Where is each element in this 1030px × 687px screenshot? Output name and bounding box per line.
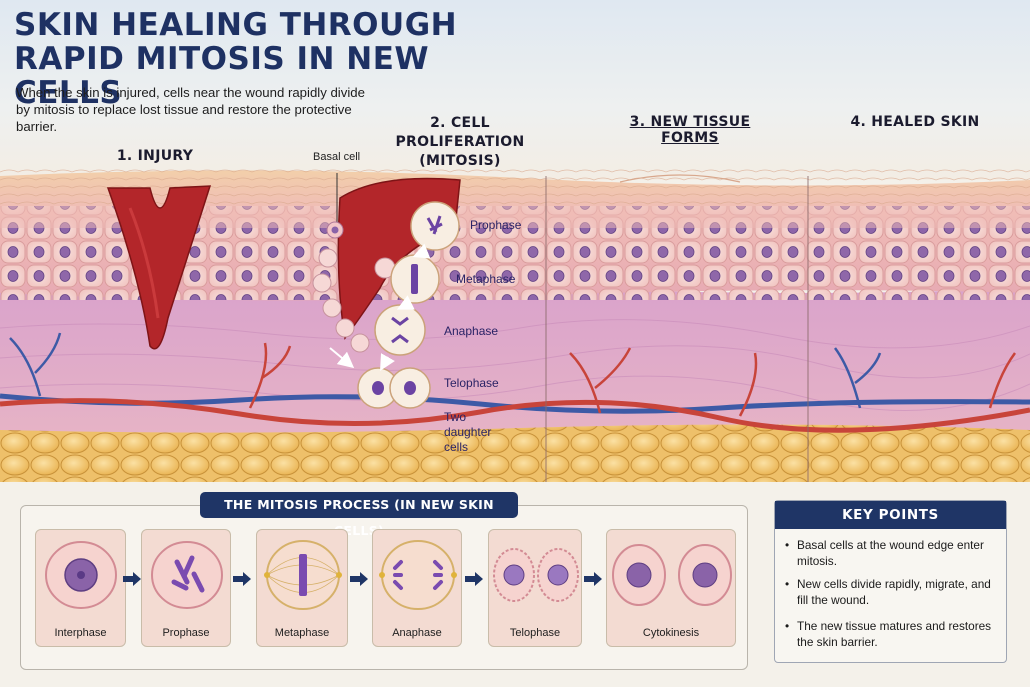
key-point-text: The new tissue matures and restores the … — [797, 619, 992, 649]
key-point-item: • New cells divide rapidly, migrate, and… — [783, 577, 1001, 608]
label-metaphase: Metaphase — [456, 272, 516, 286]
arrow-icon — [350, 572, 368, 586]
step-label-prophase: Prophase — [162, 627, 210, 639]
key-point-item: • The new tissue matures and restores th… — [783, 619, 1001, 650]
interphase-cell — [45, 541, 117, 609]
arrow-icon — [233, 572, 251, 586]
page-title: SKIN HEALING THROUGH RAPID MITOSIS IN NE… — [14, 8, 484, 110]
key-point-text: Basal cells at the wound edge enter mito… — [797, 538, 984, 568]
bullet-icon: • — [785, 577, 790, 591]
stage-label-injury: 1. INJURY — [116, 148, 194, 164]
background-sky — [0, 0, 1030, 180]
step-box-telophase — [488, 529, 582, 647]
bullet-icon: • — [785, 538, 790, 552]
key-points-title: KEY POINTS — [775, 501, 1006, 529]
prophase-cell — [151, 541, 223, 609]
mitosis-process-title: THE MITOSIS PROCESS (IN NEW SKIN CELLS) — [200, 492, 518, 538]
skin-cross-section — [0, 168, 1030, 482]
step-label-interphase: Interphase — [54, 627, 107, 639]
step-box-cytokinesis — [606, 529, 736, 647]
title-line-2: RAPID MITOSIS IN NEW CELLS — [14, 41, 430, 111]
label-prophase: Prophase — [470, 218, 522, 232]
intro-text: When the skin is injured, cells near the… — [16, 85, 365, 134]
bullet-icon: • — [785, 619, 790, 633]
step-box-anaphase — [372, 529, 462, 647]
step-label-metaphase: Metaphase — [274, 627, 330, 639]
arrow-icon — [123, 572, 141, 586]
key-point-item: • Basal cells at the wound edge enter mi… — [783, 538, 1001, 569]
step-label-cytokinesis: Cytokinesis — [642, 627, 700, 639]
step-label-anaphase: Anaphase — [392, 627, 442, 639]
step-box-prophase — [141, 529, 231, 647]
arrow-icon — [465, 572, 483, 586]
label-anaphase: Anaphase — [444, 324, 499, 338]
cytokinesis-cells — [612, 544, 732, 606]
stage-label-healed: 4. HEALED SKIN — [850, 114, 980, 130]
step-box-metaphase — [256, 529, 348, 647]
metaphase-cell — [264, 540, 342, 610]
label-basal-cell: Basal cell — [313, 151, 361, 163]
title-line-1: SKIN HEALING THROUGH — [14, 7, 458, 43]
anaphase-cell — [379, 540, 457, 610]
label-telophase: Telophase — [444, 376, 499, 390]
key-point-text: New cells divide rapidly, migrate, and f… — [797, 577, 991, 607]
step-label-telophase: Telophase — [509, 627, 561, 639]
telophase-cell — [493, 548, 579, 602]
key-points-panel: KEY POINTS • Basal cells at the wound ed… — [774, 500, 1007, 663]
arrow-icon — [584, 572, 602, 586]
stage-label-new-tissue: 3. NEW TISSUE FORMS — [629, 114, 751, 146]
label-two-daughter-cells: Two daughter cells — [444, 410, 492, 454]
stage-label-proliferation: 2. CELL PROLIFERATION (MITOSIS) — [395, 115, 525, 169]
step-box-interphase — [35, 529, 126, 647]
